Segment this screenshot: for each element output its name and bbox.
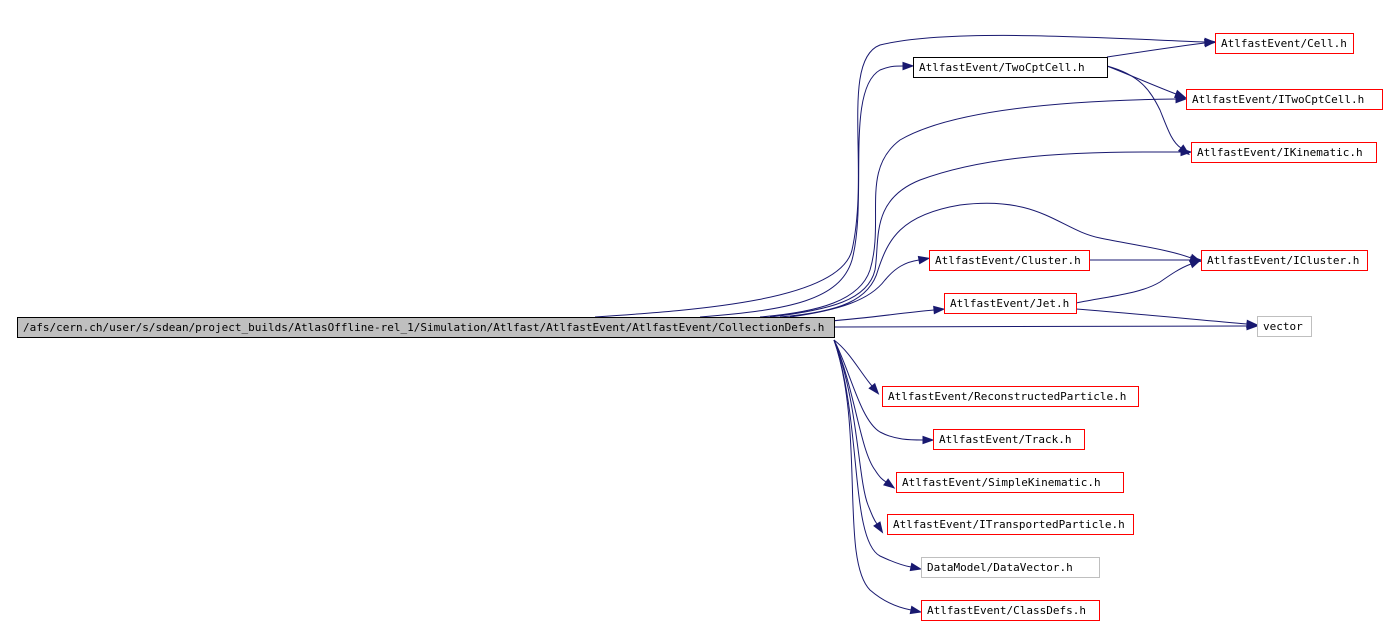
node-box (913, 57, 1108, 78)
node-label: AtlfastEvent/ITwoCptCell.h (1192, 93, 1364, 106)
node-simplekin[interactable]: AtlfastEvent/SimpleKinematic.h (896, 472, 1124, 493)
edge-arrowhead (909, 562, 923, 572)
edge-line (759, 98, 1177, 318)
node-box (929, 250, 1090, 271)
edge-root-to-twocpt (699, 61, 915, 318)
edge-twocpt-to-itwocpt (1106, 65, 1187, 99)
edge-arrowhead (1173, 89, 1187, 99)
node-root: /afs/cern.ch/user/s/sdean/project_builds… (17, 317, 835, 338)
edge-line (1106, 42, 1206, 58)
edge-line (1075, 263, 1192, 304)
node-ikin[interactable]: AtlfastEvent/IKinematic.h (1191, 142, 1377, 163)
edge-line (779, 202, 1192, 318)
edge-arrowhead (1203, 38, 1217, 48)
edge-line (1106, 65, 1177, 95)
nodes-layer: /afs/cern.ch/user/s/sdean/project_builds… (17, 33, 1383, 621)
node-box (921, 600, 1100, 621)
node-box (933, 429, 1085, 450)
edge-root-to-classdefs (833, 339, 923, 615)
edge-root-to-cell (594, 34, 1217, 318)
edge-arrowhead (1188, 259, 1202, 269)
node-cell[interactable]: AtlfastEvent/Cell.h (1215, 33, 1354, 54)
edge-root-to-track (833, 339, 935, 445)
node-jet[interactable]: AtlfastEvent/Jet.h (944, 293, 1077, 314)
edge-arrowhead (909, 605, 923, 615)
node-label: AtlfastEvent/ICluster.h (1207, 254, 1359, 267)
edge-root-to-itransp (833, 339, 884, 534)
edge-twocpt-to-cell (1106, 38, 1217, 58)
edge-line (833, 339, 924, 441)
node-box (896, 472, 1124, 493)
node-twocpt[interactable]: AtlfastEvent/TwoCptCell.h (913, 57, 1108, 78)
node-label: AtlfastEvent/Track.h (939, 433, 1071, 446)
node-recon[interactable]: AtlfastEvent/ReconstructedParticle.h (882, 386, 1139, 407)
node-box (1257, 316, 1312, 337)
node-label: vector (1263, 320, 1303, 333)
edge-line (833, 339, 912, 611)
edge-arrowhead (902, 61, 915, 71)
node-itransp[interactable]: AtlfastEvent/ITransportedParticle.h (887, 514, 1134, 535)
node-box (887, 514, 1134, 535)
edges-layer (594, 34, 1259, 615)
edge-root-to-simplekin (833, 339, 896, 489)
edge-arrowhead (917, 255, 931, 265)
edge-line (829, 309, 935, 322)
edge-arrowhead (883, 478, 896, 489)
edge-root-to-ikin (769, 147, 1193, 318)
edge-arrowhead (873, 521, 884, 534)
edge-line (1106, 65, 1182, 149)
edge-line (1075, 308, 1248, 325)
edge-line (594, 34, 1206, 318)
edge-line (769, 151, 1182, 318)
node-itwocpt[interactable]: AtlfastEvent/ITwoCptCell.h (1186, 89, 1383, 110)
node-label: AtlfastEvent/ReconstructedParticle.h (888, 390, 1126, 403)
node-box (882, 386, 1139, 407)
edge-line (833, 325, 1248, 328)
edge-line (789, 259, 920, 318)
node-box (17, 317, 835, 338)
node-box (1215, 33, 1354, 54)
node-label: /afs/cern.ch/user/s/sdean/project_builds… (23, 321, 824, 334)
edge-arrowhead (933, 305, 946, 315)
edge-root-to-datavec (833, 339, 923, 572)
edge-arrowhead (1246, 319, 1259, 329)
node-datavec: DataModel/DataVector.h (921, 557, 1100, 578)
edge-jet-to-vector (1075, 308, 1259, 329)
node-box (944, 293, 1077, 314)
edge-arrowhead (922, 435, 935, 445)
edge-arrowhead (868, 382, 880, 395)
node-label: AtlfastEvent/TwoCptCell.h (919, 61, 1085, 74)
node-label: AtlfastEvent/Cell.h (1221, 37, 1347, 50)
node-cluster[interactable]: AtlfastEvent/Cluster.h (929, 250, 1090, 271)
node-label: AtlfastEvent/SimpleKinematic.h (902, 476, 1101, 489)
edge-root-to-vector (833, 321, 1259, 331)
node-box (1186, 89, 1383, 110)
edge-arrowhead (1177, 144, 1190, 156)
edge-jet-to-icluster (1075, 259, 1202, 304)
node-label: AtlfastEvent/Jet.h (950, 297, 1069, 310)
edge-line (833, 339, 912, 568)
edge-cluster-to-icluster (1089, 255, 1203, 265)
edge-line (833, 339, 887, 483)
edge-root-to-recon (833, 339, 880, 395)
node-box (1191, 142, 1377, 163)
edge-root-to-itwocpt (759, 94, 1188, 318)
edge-line (833, 339, 873, 387)
node-classdefs[interactable]: AtlfastEvent/ClassDefs.h (921, 600, 1100, 621)
edge-line (699, 65, 904, 318)
node-label: AtlfastEvent/IKinematic.h (1197, 146, 1363, 159)
edge-line (833, 339, 878, 525)
node-box (1201, 250, 1368, 271)
node-label: AtlfastEvent/ClassDefs.h (927, 604, 1086, 617)
node-track[interactable]: AtlfastEvent/Track.h (933, 429, 1085, 450)
node-label: AtlfastEvent/Cluster.h (935, 254, 1081, 267)
node-icluster[interactable]: AtlfastEvent/ICluster.h (1201, 250, 1368, 271)
node-vector: vector (1257, 316, 1312, 337)
node-box (921, 557, 1100, 578)
node-label: AtlfastEvent/ITransportedParticle.h (893, 518, 1125, 531)
edge-twocpt-to-ikin (1106, 65, 1190, 156)
node-label: DataModel/DataVector.h (927, 561, 1073, 574)
edge-root-to-jet (829, 305, 946, 322)
